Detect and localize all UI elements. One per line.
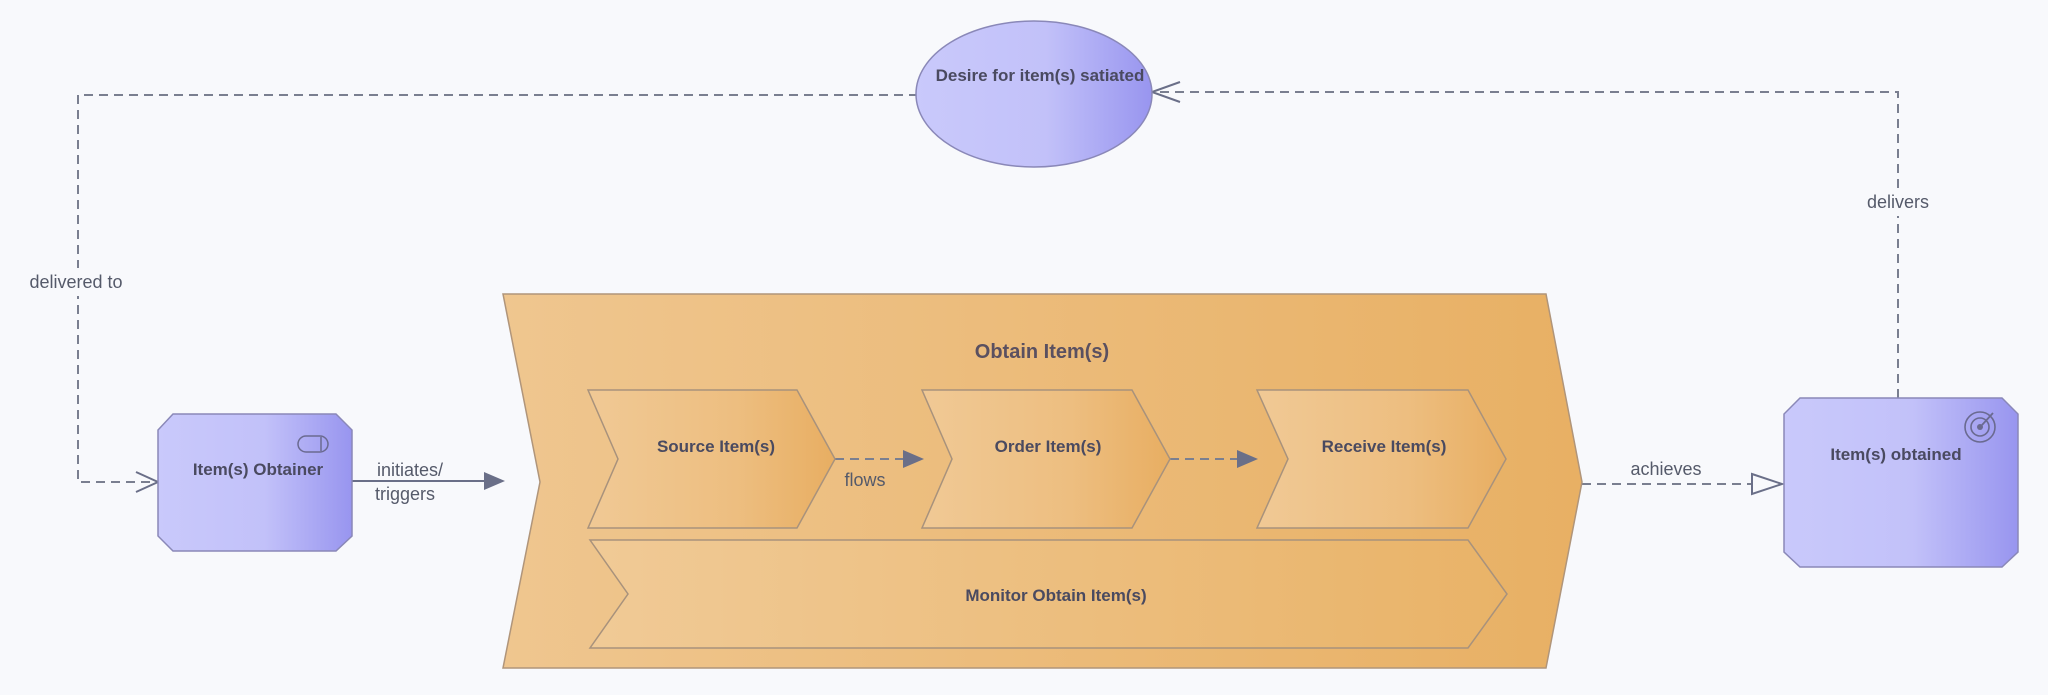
stage-order-items[interactable]: Order Item(s) xyxy=(920,389,1171,529)
edge-label-delivered-to: delivered to xyxy=(29,272,122,292)
obtainer-label: Item(s) Obtainer xyxy=(193,460,324,479)
edge-label-flows: flows xyxy=(844,470,885,490)
desire-label: Desire for item(s) satiated xyxy=(936,66,1145,85)
goal-items-obtained[interactable]: Item(s) obtained xyxy=(1783,397,2019,568)
edge-label-triggers: triggers xyxy=(375,484,435,504)
stakeholder-icon xyxy=(297,435,329,453)
edge-label-achieves: achieves xyxy=(1630,459,1701,479)
stage-source-label: Source Item(s) xyxy=(657,437,775,456)
stage-monitor-obtain-items[interactable]: Monitor Obtain Item(s) xyxy=(588,539,1508,649)
edge-delivered-to[interactable]: delivered to xyxy=(22,94,918,493)
outcome-desire-satiated[interactable]: Desire for item(s) satiated xyxy=(915,20,1153,168)
edge-achieves[interactable]: achieves xyxy=(1582,459,1786,496)
value-stream-title: Obtain Item(s) xyxy=(975,341,1109,363)
edge-initiates-triggers[interactable]: initiates/ triggers xyxy=(352,460,505,504)
edge-label-delivers: delivers xyxy=(1867,192,1929,212)
stage-order-label: Order Item(s) xyxy=(995,437,1102,456)
edge-flows-source-order[interactable]: flows xyxy=(835,450,924,490)
edge-delivers[interactable]: delivers xyxy=(1149,81,1940,398)
stage-receive-label: Receive Item(s) xyxy=(1322,437,1447,456)
edge-flows-order-receive[interactable] xyxy=(1170,450,1258,468)
stakeholder-items-obtainer[interactable]: Item(s) Obtainer xyxy=(157,413,353,552)
stage-source-items[interactable]: Source Item(s) xyxy=(586,389,836,529)
stage-receive-items[interactable]: Receive Item(s) xyxy=(1255,389,1507,529)
obtained-label: Item(s) obtained xyxy=(1830,445,1961,464)
edge-label-initiates: initiates/ xyxy=(377,460,443,480)
stage-monitor-label: Monitor Obtain Item(s) xyxy=(965,586,1146,605)
target-icon xyxy=(1964,411,1996,443)
